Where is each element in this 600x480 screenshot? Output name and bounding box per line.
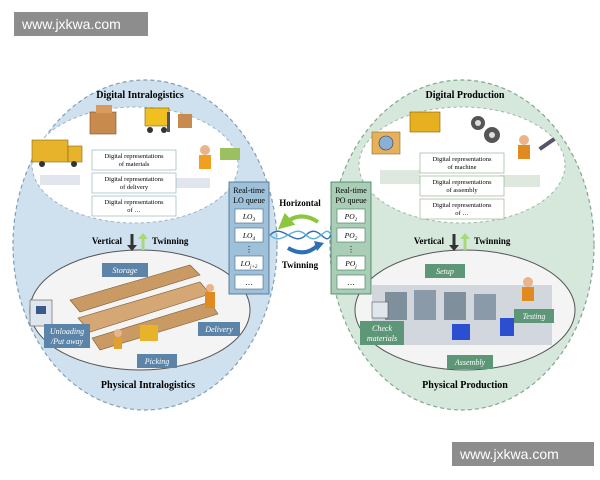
lo-item-5: …: [245, 278, 253, 287]
po-item-1-box: [336, 208, 366, 224]
left-rep-3-line1: Digital representations: [104, 199, 163, 206]
right-rep-1-line1: Digital representations: [432, 156, 491, 163]
label-check-box: [360, 321, 404, 345]
horizontal-twinning: Horizontal Twinning: [269, 198, 332, 270]
watermark-top: www.jxkwa.com: [14, 12, 148, 36]
po-queue-title-1: Real-time: [335, 186, 367, 195]
left-rep-box-1: [91, 149, 177, 171]
lo-item-1: LO3: [242, 212, 256, 223]
po-item-5: …: [347, 278, 355, 287]
lo-item-1-box: [234, 208, 264, 224]
left-rep-1-line2: of materials: [119, 161, 150, 168]
twinning-label: Twinning: [282, 260, 319, 270]
left-rep-box-2: [91, 172, 177, 194]
po-item-2: PO2: [344, 231, 358, 242]
lo-item-2: LO4: [242, 231, 256, 242]
right-twinning-label: Twinning: [474, 236, 511, 246]
label-put-away: /Put away: [50, 337, 84, 346]
blue-arrow-head: [314, 241, 324, 251]
label-testing: Testing: [523, 312, 546, 321]
lo-item-5-box: [234, 274, 264, 290]
label-check: Check: [372, 324, 392, 333]
left-activities: Storage Unloading /Put away Delivery Pic…: [44, 263, 240, 368]
label-unloading-box: [44, 324, 90, 348]
horizontal-label: Horizontal: [279, 198, 321, 208]
label-assembly: Assembly: [454, 358, 486, 367]
lo-queue-title-2: LO queue: [233, 196, 265, 205]
right-activities: Setup Check materials Testing Assembly: [360, 264, 554, 369]
right-rep-2-line2: of assembly: [446, 187, 478, 194]
left-vertical-label: Vertical: [92, 236, 123, 246]
right-rep-box-2: [419, 175, 505, 197]
right-rep-1-line2: of machine: [447, 164, 476, 171]
lo-queue: Real-time LO queue LO3 LO4 ⋮ LOj+2 …: [228, 181, 270, 295]
po-item-3: ⋮: [347, 245, 355, 254]
left-rep-2-line2: of delivery: [120, 184, 149, 191]
label-delivery: Delivery: [204, 325, 233, 334]
left-twinning-label: Twinning: [152, 236, 189, 246]
label-delivery-box: [198, 322, 240, 336]
left-digital-illustration: [31, 105, 240, 188]
right-vertical-label: Vertical: [414, 236, 445, 246]
po-item-4-box: [336, 255, 366, 271]
watermark-bottom: www.jxkwa.com: [452, 442, 594, 466]
right-rep-3-line1: Digital representations: [432, 202, 491, 209]
po-item-1: PO1: [344, 212, 358, 223]
lo-item-2-box: [234, 227, 264, 243]
left-vertical-twinning: Vertical Twinning: [92, 233, 189, 251]
right-rep-box-3: [419, 198, 505, 220]
left-physical-title: Physical Intralogistics: [101, 380, 195, 391]
lo-queue-title-1: Real-time: [233, 186, 265, 195]
right-physical-title: Physical Production: [422, 380, 508, 391]
po-item-5-box: [336, 274, 366, 290]
po-item-2-box: [336, 227, 366, 243]
right-rep-2-line1: Digital representations: [432, 179, 491, 186]
blue-arrow: [286, 243, 320, 255]
right-representations: Digital representations of machine Digit…: [419, 152, 505, 220]
lo-item-4-box: [234, 255, 264, 271]
left-rep-1-line1: Digital representations: [104, 153, 163, 160]
label-assembly-box: [447, 355, 493, 369]
label-picking: Picking: [144, 357, 169, 366]
right-rep-box-1: [419, 152, 505, 174]
right-vertical-twinning: Vertical Twinning: [414, 233, 511, 251]
label-storage-box: [102, 263, 148, 277]
label-picking-box: [137, 354, 177, 368]
label-setup: Setup: [436, 267, 454, 276]
po-queue: Real-time PO queue PO1 PO2 ⋮ POj …: [330, 181, 372, 295]
right-digital-title: Digital Production: [426, 90, 505, 101]
lo-item-4: LOj+2: [240, 259, 258, 270]
green-arrow: [277, 212, 320, 230]
left-representations: Digital representations of materials Dig…: [91, 149, 177, 217]
label-unloading: Unloading: [50, 327, 84, 336]
dna-strand-2: [269, 230, 332, 240]
left-physical-illustration: [29, 264, 219, 351]
po-queue-title-2: PO queue: [335, 196, 367, 205]
po-item-4: POj: [344, 259, 357, 270]
left-rep-box-3: [91, 195, 177, 217]
label-storage: Storage: [113, 266, 138, 275]
left-rep-3-line2: of …: [127, 207, 141, 214]
left-digital-title: Digital Intralogistics: [96, 90, 184, 101]
left-rep-2-line1: Digital representations: [104, 176, 163, 183]
right-rep-3-line2: of …: [455, 210, 469, 217]
label-materials: materials: [367, 334, 397, 343]
right-digital-illustration: [371, 111, 556, 187]
label-setup-box: [425, 264, 465, 278]
lo-item-3: ⋮: [245, 245, 253, 254]
label-testing-box: [514, 309, 554, 323]
